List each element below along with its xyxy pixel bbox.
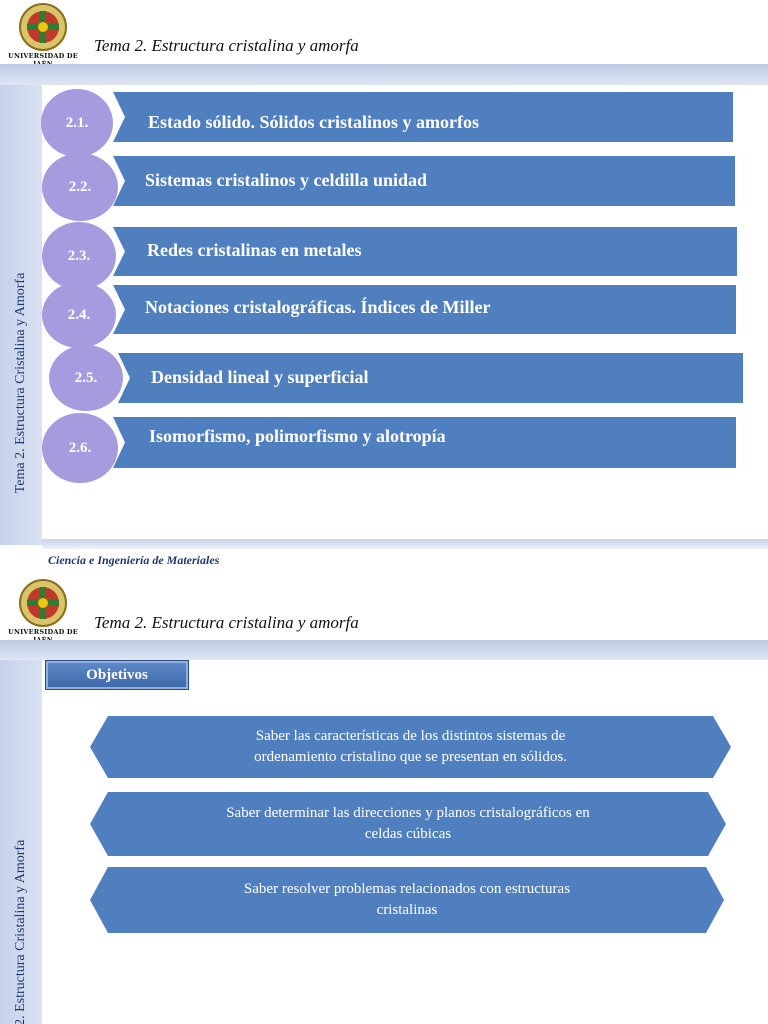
- objectives-button[interactable]: Objetivos: [45, 660, 189, 690]
- topic-bar-2-6[interactable]: [113, 417, 736, 468]
- university-seal-icon: [19, 3, 67, 51]
- objective-2-line-2: celdas cúbicas: [364, 826, 452, 842]
- sidebar: Tema 2. Estructura Cristalina y Amorfa: [0, 85, 42, 545]
- topic-label-2-6: Isomorfismo, polimorfismo y alotropía: [149, 426, 446, 446]
- topic-bar-2-5[interactable]: [118, 353, 743, 403]
- topic-number-2-2: 2.2.: [42, 153, 118, 221]
- sidebar-title: Tema 2. Estructura Cristalina y Amorfa: [13, 839, 28, 1024]
- footer-course-title: Ciencia e Ingeniería de Materiales: [48, 553, 220, 567]
- topic-number-2-1: 2.1.: [41, 89, 113, 157]
- objective-item-3: Saber resolver problemas relacionados co…: [90, 867, 724, 933]
- topic-bar-2-2[interactable]: [113, 156, 735, 206]
- sidebar-title: Tema 2. Estructura Cristalina y Amorfa: [13, 272, 28, 494]
- topic-bar-2-4[interactable]: [113, 285, 736, 334]
- topic-number-2-4: 2.4.: [42, 282, 116, 348]
- footer-band: [42, 539, 768, 549]
- objective-2-line-1: Saber determinar las direcciones y plano…: [226, 805, 590, 821]
- sidebar: Tema 2. Estructura Cristalina y Amorfa: [0, 660, 42, 1024]
- header-title: Tema 2. Estructura cristalina y amorfa: [94, 36, 359, 55]
- slide-1: UNIVERSIDAD DE JAÉN Tema 2. Estructura c…: [0, 2, 768, 567]
- objective-3-line-1: Saber resolver problemas relacionados co…: [243, 881, 571, 897]
- topic-label-2-5: Densidad lineal y superficial: [151, 367, 369, 387]
- university-seal-icon: [19, 579, 67, 627]
- objective-item-2: Saber determinar las direcciones y plano…: [90, 792, 726, 856]
- topic-label-2-1: Estado sólido. Sólidos cristalinos y amo…: [148, 112, 480, 132]
- topic-number-2-6: 2.6.: [42, 413, 118, 483]
- topic-label-2-4: Notaciones cristalográficas. Índices de …: [145, 297, 491, 317]
- topic-bar-2-1[interactable]: [113, 92, 733, 142]
- topic-label-2-2: Sistemas cristalinos y celdilla unidad: [145, 170, 428, 190]
- university-logo: UNIVERSIDAD DE JAÉN: [4, 2, 82, 68]
- topic-number-2-5: 2.5.: [49, 345, 123, 411]
- header-band: [0, 64, 768, 85]
- topic-bar-2-3[interactable]: [113, 227, 737, 276]
- objective-item-1: Saber las características de los distint…: [90, 716, 731, 778]
- topic-number-2-3: 2.3.: [42, 222, 116, 290]
- slide-2: UNIVERSIDAD DE JAÉN Tema 2. Estructura c…: [0, 576, 768, 1024]
- header-band: [0, 640, 768, 660]
- topic-label-2-3: Redes cristalinas en metales: [147, 240, 362, 260]
- objective-3-line-2: cristalinas: [376, 902, 438, 918]
- university-logo: UNIVERSIDAD DE JAÉN: [4, 578, 82, 644]
- objective-1-line-1: Saber las características de los distint…: [255, 728, 566, 744]
- objective-1-line-2: ordenamiento cristalino que se presentan…: [254, 749, 567, 765]
- header-title: Tema 2. Estructura cristalina y amorfa: [94, 613, 359, 632]
